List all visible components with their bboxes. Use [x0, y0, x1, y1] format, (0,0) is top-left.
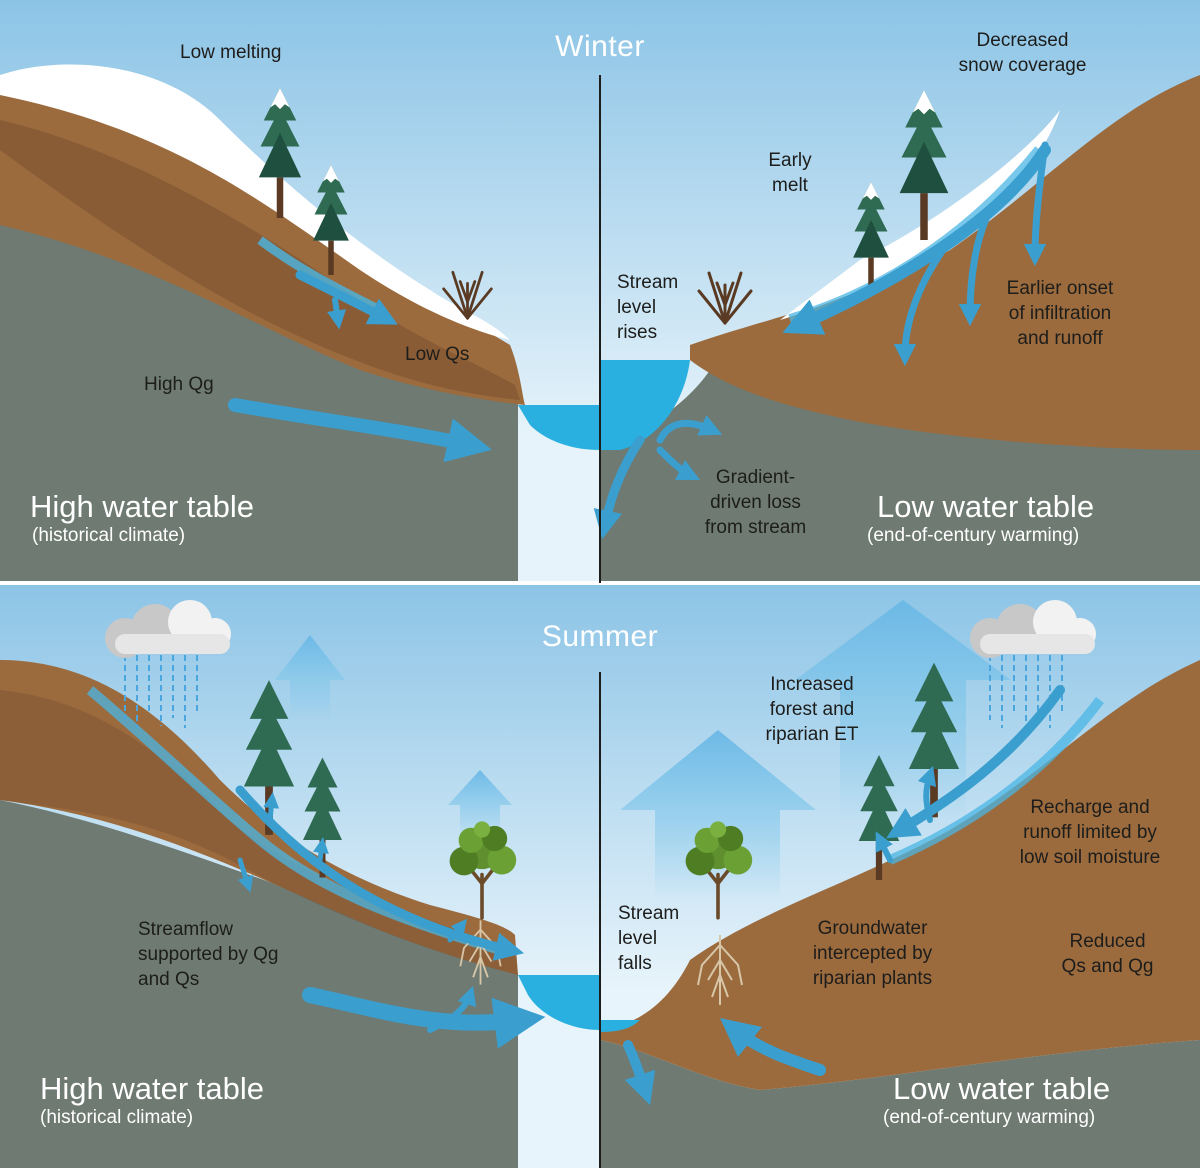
stream-winter-historical — [518, 405, 600, 450]
winter-climate-historical: (historical climate) — [32, 525, 186, 546]
streamflow-label: Streamflow supported by Qg and Qs — [138, 919, 279, 990]
flow-arrow-icon — [228, 141, 1051, 540]
increased-et-label: Increased forest and riparian ET — [765, 674, 859, 745]
winter-title: Winter — [555, 30, 645, 63]
winter-water-table-historical: High water table — [30, 489, 255, 524]
decreased-snow-label: Decreased snow coverage — [958, 30, 1087, 76]
reduced-qs-qg-label: Reduced Qs and Qg — [1061, 931, 1154, 977]
et-arrow-icon — [275, 635, 345, 720]
et-arrow-icon — [448, 770, 512, 840]
gw-intercepted-label: Groundwater intercepted by riparian plan… — [812, 918, 933, 989]
winter-climate-future: (end-of-century warming) — [867, 525, 1080, 546]
summer-climate-historical: (historical climate) — [40, 1107, 194, 1128]
low-melting-label: Low melting — [180, 42, 282, 63]
early-melt-label: Early melt — [768, 150, 812, 196]
stream-summer-historical — [518, 975, 600, 1030]
low-qs-label: Low Qs — [405, 344, 470, 365]
summer-water-table-historical: High water table — [40, 1071, 265, 1106]
summer-title: Summer — [541, 620, 659, 653]
et-arrow-icon — [620, 730, 816, 900]
high-qg-label: High Qg — [144, 374, 214, 395]
winter-water-table-future: Low water table — [877, 489, 1095, 524]
summer-climate-future: (end-of-century warming) — [883, 1107, 1096, 1128]
stream-winter-future — [600, 360, 690, 450]
flow-arrow-icon — [235, 685, 1065, 1106]
snowpack-right — [780, 110, 1060, 320]
stream-falls-label: Stream level falls — [618, 903, 680, 974]
snowpack-left — [0, 64, 510, 340]
earlier-onset-label: Earlier onset of infiltration and runoff — [1006, 278, 1114, 349]
stream-rises-label: Stream level rises — [617, 272, 679, 343]
stream-summer-future — [600, 1020, 640, 1032]
recharge-limited-label: Recharge and runoff limited by low soil … — [1019, 797, 1161, 868]
gradient-loss-label: Gradient- driven loss from stream — [704, 467, 807, 538]
summer-water-table-future: Low water table — [893, 1071, 1111, 1106]
soil-right — [690, 75, 1200, 450]
